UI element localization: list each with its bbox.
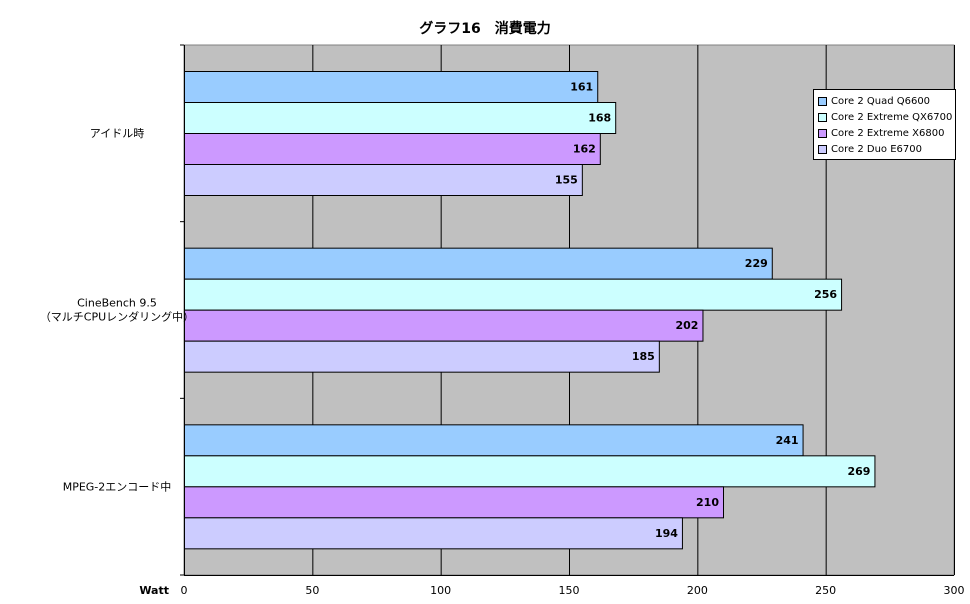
bar [184, 340, 660, 373]
legend-label: Core 2 Duo E6700 [831, 143, 922, 155]
bar-value-label: 168 [588, 112, 611, 125]
chart-title: グラフ16 消費電力 [419, 21, 551, 37]
x-tick-label: 200 [687, 584, 708, 597]
legend-item: Core 2 Duo E6700 [814, 141, 955, 157]
category-label: MPEG-2エンコード中 [63, 480, 172, 493]
legend-item: Core 2 Quad Q6600 [814, 93, 955, 109]
bar [184, 71, 599, 103]
legend-label: Core 2 Quad Q6600 [831, 95, 931, 107]
x-tick-label: 300 [944, 584, 965, 597]
legend-item: Core 2 Extreme QX6700 [814, 109, 955, 125]
bar-value-label: 202 [675, 319, 698, 332]
bar-value-label: 194 [655, 527, 678, 540]
bar [184, 486, 724, 519]
x-tick-label: 50 [305, 584, 319, 597]
bar [184, 102, 617, 134]
legend-swatch [818, 112, 827, 122]
bar-value-label: 256 [814, 288, 837, 301]
category-label: CineBench 9.5 [77, 297, 157, 310]
bar [184, 164, 583, 196]
x-tick-label: 100 [430, 584, 451, 597]
legend-swatch [818, 96, 827, 106]
bar-value-label: 229 [745, 257, 768, 270]
legend-item: Core 2 Extreme X6800 [814, 125, 955, 141]
x-axis-label: Watt [139, 584, 169, 597]
legend-label: Core 2 Extreme QX6700 [831, 111, 953, 123]
bar [184, 247, 773, 280]
category-label: アイドル時 [90, 127, 144, 140]
bar-value-label: 161 [570, 81, 593, 94]
bar [184, 424, 804, 457]
legend-swatch [818, 144, 827, 154]
bar [184, 517, 683, 550]
bar-value-label: 155 [555, 174, 578, 187]
category-label: （マルチCPUレンダリング中） [40, 310, 194, 324]
bar [184, 278, 843, 311]
bar [184, 309, 704, 342]
legend-swatch [818, 128, 827, 138]
bar-value-label: 241 [776, 434, 799, 447]
x-tick-label: 150 [559, 584, 580, 597]
bar-value-label: 162 [573, 143, 596, 156]
bar-value-label: 210 [696, 496, 719, 509]
x-tick-label: 0 [181, 584, 188, 597]
bar [184, 455, 876, 488]
x-tick-label: 250 [815, 584, 836, 597]
bar-value-label: 185 [632, 350, 655, 363]
bar-value-label: 269 [847, 465, 870, 478]
bar [184, 133, 601, 165]
legend-label: Core 2 Extreme X6800 [831, 127, 945, 139]
